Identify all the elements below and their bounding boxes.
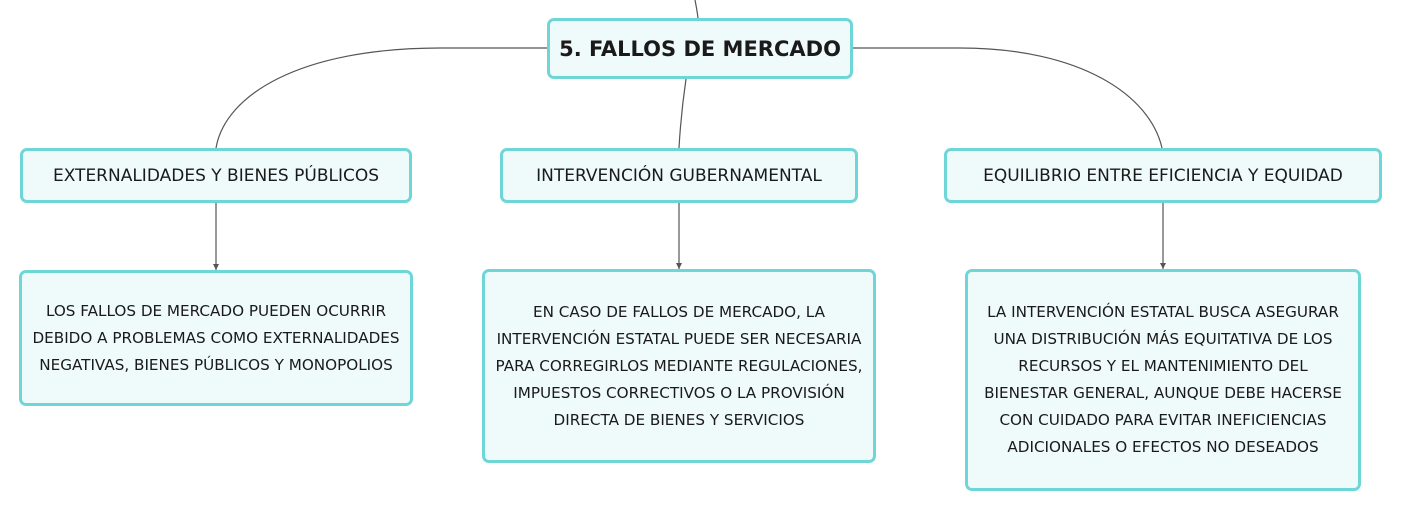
root-topic[interactable]: 5. FALLOS DE MERCADO [547, 18, 853, 79]
detail-efficiency-equity[interactable]: LA INTERVENCIÓN ESTATAL BUSCA ASEGURAR U… [965, 269, 1361, 491]
topic-label: EQUILIBRIO ENTRE EFICIENCIA Y EQUIDAD [983, 165, 1343, 186]
arrowhead [676, 263, 682, 269]
arrowhead [213, 264, 219, 270]
connector-parent-to-root [694, 0, 699, 19]
topic-government-intervention[interactable]: INTERVENCIÓN GUBERNAMENTAL [500, 148, 858, 203]
root-topic-label: 5. FALLOS DE MERCADO [559, 36, 841, 61]
detail-text: EN CASO DE FALLOS DE MERCADO, LA INTERVE… [495, 302, 863, 429]
detail-externalities[interactable]: LOS FALLOS DE MERCADO PUEDEN OCURRIR DEB… [19, 270, 413, 406]
connector-root-to-topic-2 [678, 78, 687, 149]
detail-text: LOS FALLOS DE MERCADO PUEDEN OCURRIR DEB… [32, 301, 400, 374]
arrowhead [1160, 263, 1166, 269]
detail-government-intervention[interactable]: EN CASO DE FALLOS DE MERCADO, LA INTERVE… [482, 269, 876, 463]
topic-label: INTERVENCIÓN GUBERNAMENTAL [536, 165, 822, 186]
topic-efficiency-equity[interactable]: EQUILIBRIO ENTRE EFICIENCIA Y EQUIDAD [944, 148, 1382, 203]
detail-text: LA INTERVENCIÓN ESTATAL BUSCA ASEGURAR U… [984, 303, 1342, 456]
topic-externalities[interactable]: EXTERNALIDADES Y BIENES PÚBLICOS [20, 148, 412, 203]
connector-root-to-topic-1 [215, 47, 547, 149]
topic-label: EXTERNALIDADES Y BIENES PÚBLICOS [52, 165, 380, 186]
connector-root-to-topic-3 [853, 47, 1163, 149]
